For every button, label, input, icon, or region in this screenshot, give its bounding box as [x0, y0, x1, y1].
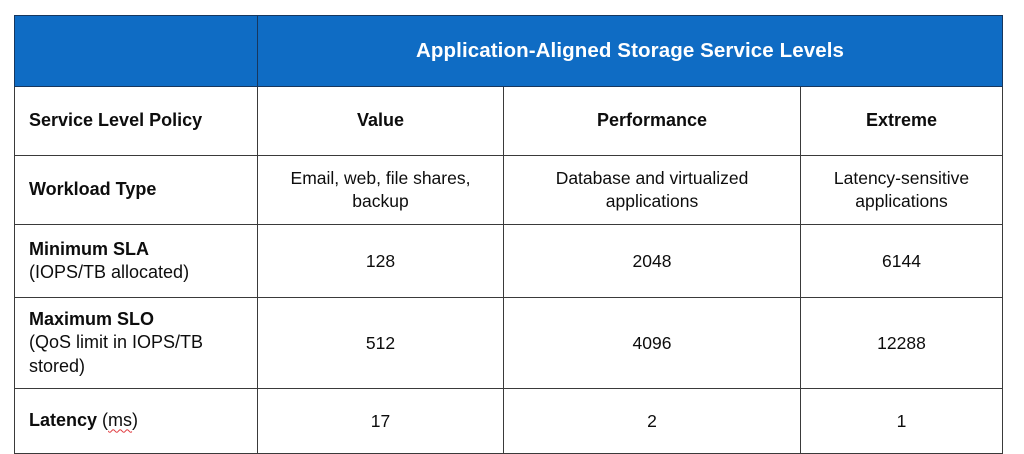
cell-workload-performance: Database and virtualized applications: [503, 155, 801, 225]
row-label-sub-latency: (ms): [102, 410, 139, 431]
column-header-value: Value: [257, 86, 504, 156]
cell-workload-extreme: Latency-sensitive applications: [799, 155, 1004, 225]
table-row: Latency (ms) 17 2 1: [14, 388, 1004, 454]
row-label-workload-type: Workload Type: [14, 155, 258, 225]
column-header-extreme: Extreme: [799, 86, 1004, 156]
row-label-sub: (IOPS/TB allocated): [29, 262, 190, 282]
row-label-maximum-slo: Maximum SLO (QoS limit in IOPS/TB stored…: [14, 297, 258, 389]
cell-minsla-extreme: 6144: [799, 224, 1004, 298]
cell-workload-value: Email, web, file shares, backup: [257, 155, 504, 225]
row-label-main: Minimum SLA: [29, 238, 149, 259]
row-label-main: Latency: [29, 410, 98, 431]
column-header-performance: Performance: [503, 86, 801, 156]
table-row: Workload Type Email, web, file shares, b…: [14, 155, 1004, 225]
row-label-main: Maximum SLO: [29, 309, 155, 330]
row-label-latency: Latency (ms): [14, 388, 258, 454]
cell-latency-extreme: 1: [799, 388, 1004, 454]
cell-latency-performance: 2: [503, 388, 801, 454]
cell-maxslo-extreme: 12288: [799, 297, 1004, 389]
cell-maxslo-value: 512: [257, 297, 504, 389]
cell-minsla-performance: 2048: [503, 224, 801, 298]
service-level-table: Application-Aligned Storage Service Leve…: [14, 15, 1004, 454]
cell-maxslo-performance: 4096: [503, 297, 801, 389]
table-header-row: Service Level Policy Value Performance E…: [14, 86, 1004, 156]
table-row: Minimum SLA (IOPS/TB allocated) 128 2048…: [14, 224, 1004, 298]
row-label-main: Workload Type: [29, 179, 157, 200]
row-label-sub: (QoS limit in IOPS/TB stored): [29, 332, 204, 376]
cell-minsla-value: 128: [257, 224, 504, 298]
row-label-minimum-sla: Minimum SLA (IOPS/TB allocated): [14, 224, 258, 298]
table-row: Maximum SLO (QoS limit in IOPS/TB stored…: [14, 297, 1004, 389]
column-header-policy: Service Level Policy: [14, 86, 258, 156]
cell-latency-value: 17: [257, 388, 504, 454]
table-banner-row: Application-Aligned Storage Service Leve…: [14, 15, 1004, 87]
banner-spacer-cell: [14, 15, 258, 87]
spellcheck-misspelled-word: ms: [108, 410, 133, 431]
page-root: Application-Aligned Storage Service Leve…: [14, 15, 1004, 454]
banner-title: Application-Aligned Storage Service Leve…: [256, 15, 1004, 87]
